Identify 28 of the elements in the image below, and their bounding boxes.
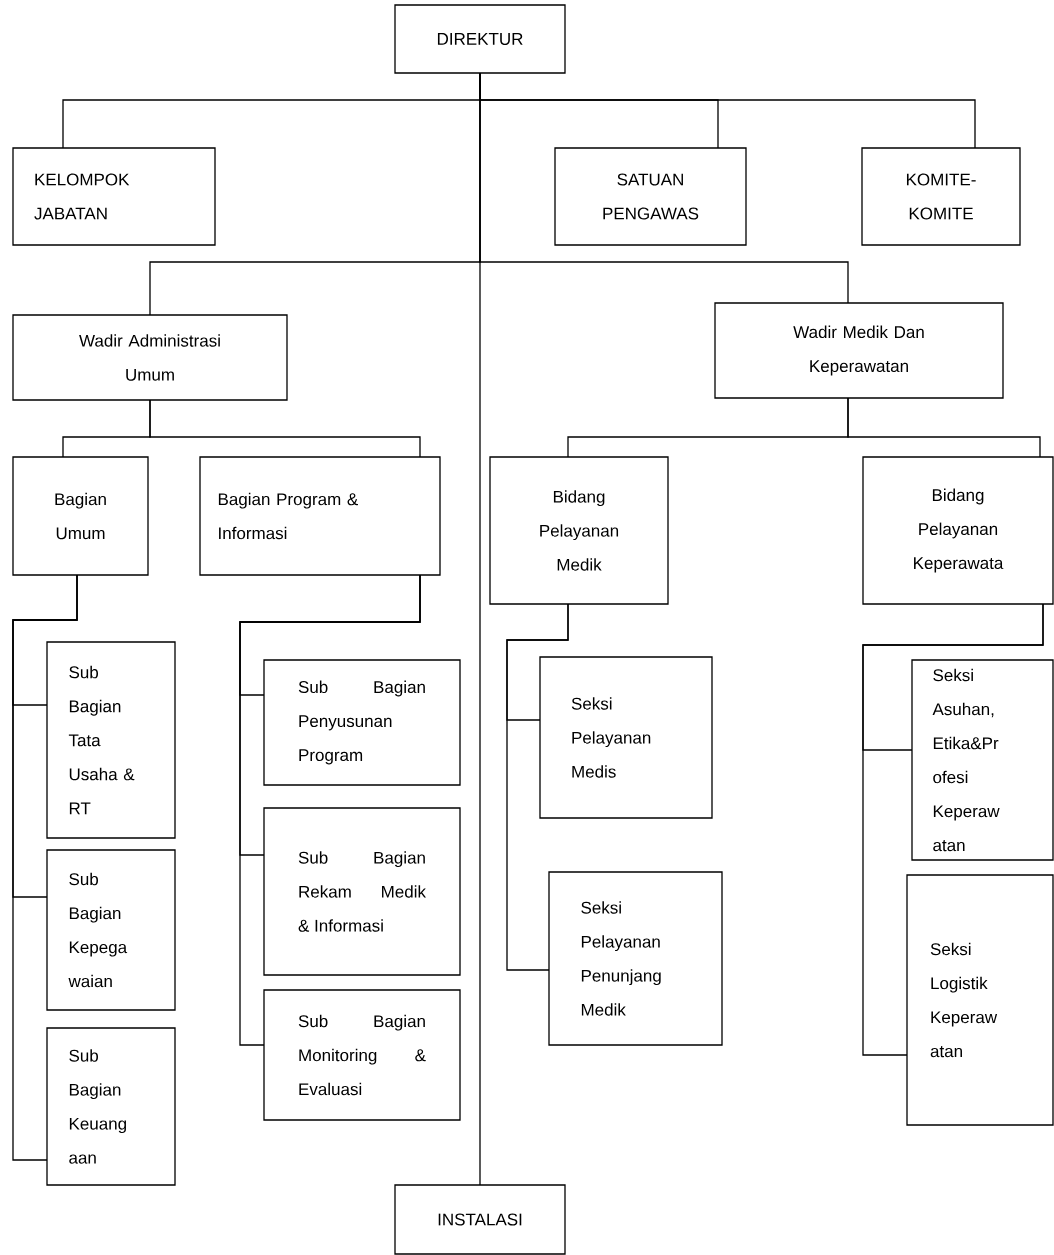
connector-line <box>862 603 1044 1056</box>
org-box: Sub Bagian Keuang aan <box>46 1027 176 1186</box>
director-box: DIREKTUR <box>394 4 566 74</box>
org-box: Bagian Umum <box>12 456 149 576</box>
org-box: Seksi Pelayanan Medis <box>539 656 713 819</box>
org-box: Bidang Pelayanan Medik <box>489 456 669 605</box>
connector-line <box>479 72 481 1186</box>
org-box: Bidang Pelayanan Keperawata <box>862 456 1054 605</box>
org-box: Sub Bagian Monitoring & Evaluasi <box>263 989 461 1121</box>
connector-line <box>847 397 1041 458</box>
org-box: KELOMPOK JABATAN <box>12 147 216 246</box>
unit-box: INSTALASI <box>394 1184 566 1255</box>
org-box: Sub Bagian Penyusunan Program <box>263 659 461 786</box>
connector-line <box>149 399 421 458</box>
org-box: KOMITE-KOMITE <box>861 147 1021 246</box>
org-box: Wadir Medik Dan Keperawatan <box>714 302 1004 399</box>
org-box: Seksi Pelayanan Penunjang Medik <box>548 871 723 1046</box>
org-box: Sub Bagian Rekam Medik & Informasi <box>263 807 461 976</box>
org-box: Wadir Administrasi Umum <box>12 314 288 401</box>
org-box: Seksi Asuhan, Etika&Pr ofesi Keperaw atan <box>911 659 1054 861</box>
org-box: Sub Bagian Tata Usaha & RT <box>46 641 176 839</box>
connector-line <box>239 574 421 1046</box>
org-box: Seksi Logistik Keperaw atan <box>906 874 1054 1126</box>
connector-line <box>506 603 569 971</box>
org-box: Bagian Program & Informasi <box>199 456 441 576</box>
connector-line <box>12 574 78 1161</box>
org-box: Sub Bagian Kepega waian <box>46 849 176 1011</box>
org-box: SATUAN PENGAWAS <box>554 147 747 246</box>
